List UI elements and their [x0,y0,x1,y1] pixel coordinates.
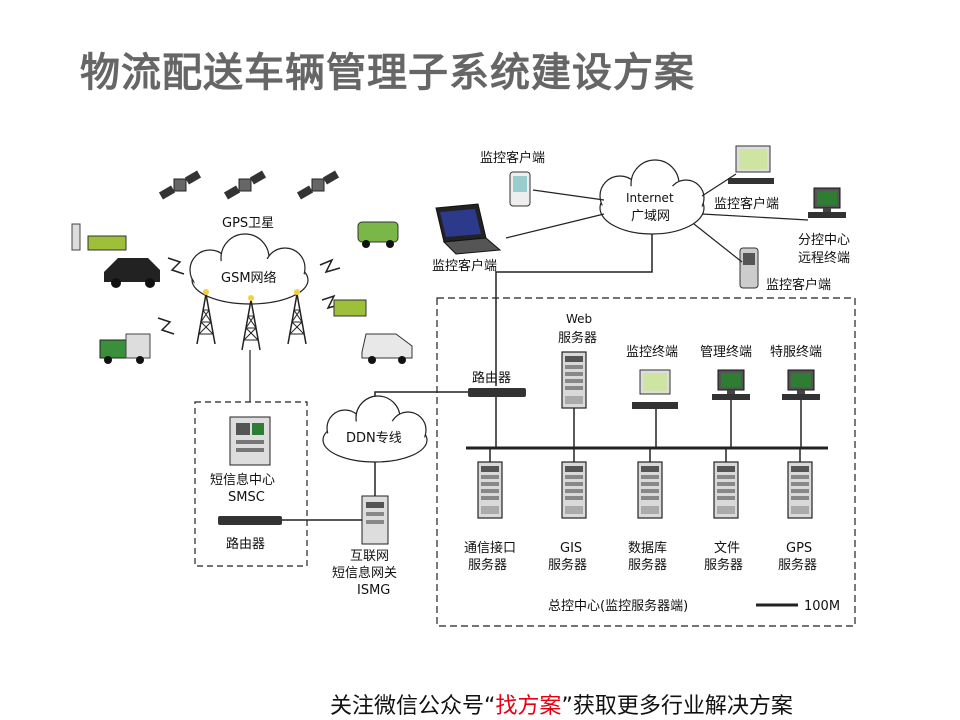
ismg-label-1: 互联网 [350,549,389,564]
db-server-label-1: 数据库 [628,540,667,556]
pda-client-label: 监控客户端 [480,150,545,166]
footer-highlight: 找方案 [495,694,562,719]
sms-center-label: 短信息中心 [210,472,275,488]
control-center-boundary [436,297,856,627]
comm-server-label-2: 服务器 [468,557,507,573]
footer-text-before: 关注微信公众号 [330,694,485,719]
wan-label: 广域网 [631,209,670,224]
ismg-label-3: ISMG [357,583,390,598]
comm-server-label-1: 通信接口 [464,540,516,556]
web-server-label-1: Web [566,312,592,326]
vehicle-devices-right [333,221,413,364]
gps-satellites [158,170,340,200]
smsc-server-icon [229,416,271,466]
monitor-terminal-icon [632,369,678,409]
ismg-server-icon [361,495,389,545]
gis-server-label-1: GIS [560,541,582,556]
phone-client-label: 监控客户端 [766,277,831,293]
gsm-network-label: GSM网络 [221,270,277,286]
smsc-boundary [194,401,308,567]
footer-open-quote: “ [484,694,496,719]
laptop-client-label: 监控客户端 [432,258,497,274]
gps-satellite-label: GPS卫星 [222,216,274,231]
file-server-icon [713,461,739,519]
file-server-label-1: 文件 [714,541,740,556]
vehicle-devices-left [71,223,160,364]
satellite-icon [296,170,340,200]
special-terminal-label: 特服终端 [770,344,822,360]
gps-server-label-1: GPS [786,541,812,556]
satellite-icon [158,170,202,200]
router-left-label: 路由器 [226,536,265,552]
db-server-label-2: 服务器 [628,557,667,573]
gis-server-label-2: 服务器 [548,557,587,573]
page-title: 物流配送车辆管理子系统建设方案 [80,50,695,96]
web-server-label-2: 服务器 [558,330,597,346]
internet-cloud [599,159,705,235]
ddn-cloud [322,395,428,463]
branch-terminal-icon [807,187,847,219]
gps-server-label-2: 服务器 [778,557,817,573]
gps-server-icon [787,461,813,519]
map-terminal-icon [728,145,774,184]
db-server-icon [637,461,663,519]
wireless-signal-icons [157,257,343,335]
router-center-icon [468,388,526,397]
router-left-icon [218,516,282,525]
router-center-label: 路由器 [472,370,511,386]
phone-icon [739,247,759,289]
ddn-label: DDN专线 [346,431,402,446]
footer-close-quote: ” [561,694,573,719]
smsc-label: SMSC [228,490,265,505]
gis-server-icon [561,461,587,519]
web-server-icon [561,351,587,409]
map-client-label: 监控客户端 [714,196,779,212]
manage-terminal-label: 管理终端 [700,344,752,360]
footer-text-after: 获取更多行业解决方案 [572,694,793,719]
file-server-label-2: 服务器 [704,557,743,573]
manage-terminal-icon [711,369,751,401]
satellite-icon [223,170,267,200]
branch-center-label: 分控中心 [798,233,850,248]
control-center-label: 总控中心(监控服务器端) [548,598,688,614]
special-terminal-icon [781,369,821,401]
laptop-icon [435,203,502,255]
gsm-cloud [189,233,309,305]
footer-promo: 关注微信公众号“找方案”获取更多行业解决方案 [330,688,793,720]
ismg-label-2: 短信息网关 [332,565,397,581]
legend-100m-label: 100M [804,599,840,614]
monitor-terminal-label: 监控终端 [626,344,678,360]
comm-server-icon [477,461,503,519]
remote-terminal-label: 远程终端 [798,250,850,266]
pda-icon [509,171,531,207]
internet-label: Internet [626,191,674,205]
